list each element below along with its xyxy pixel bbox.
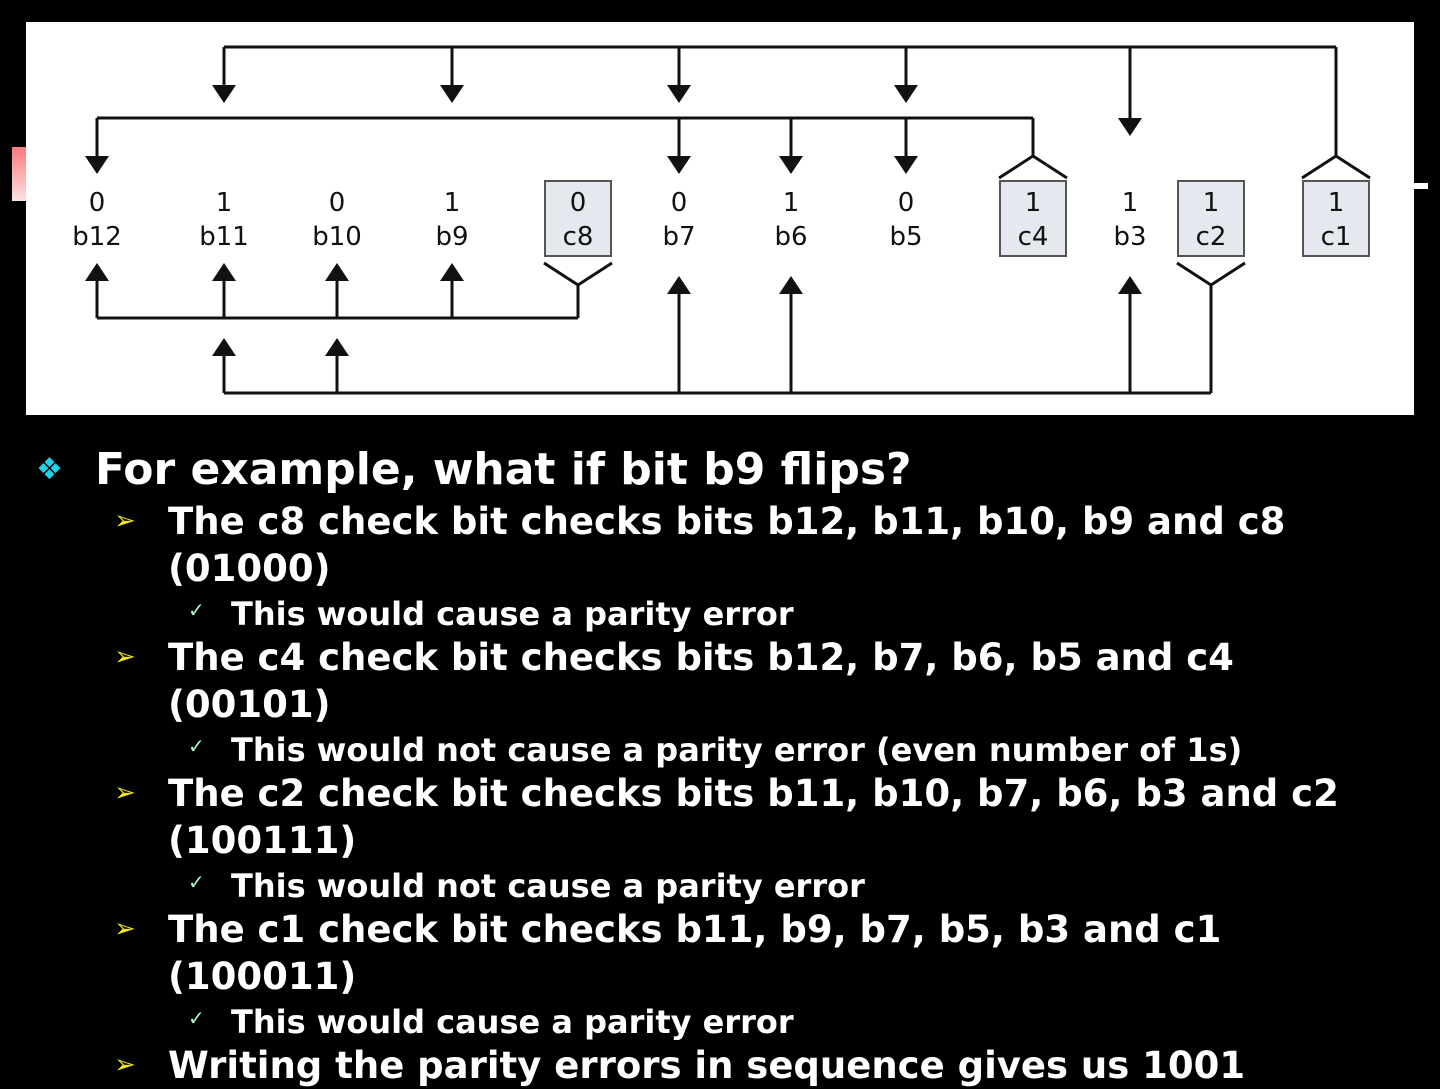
arrowhead-icon: ➢	[114, 914, 136, 944]
arrow-down-icon	[894, 85, 918, 103]
arrow-down-icon	[1118, 118, 1142, 136]
bit-value: 1	[1122, 188, 1139, 218]
bullet-text: The c4 check bit checks bits b12, b7, b6…	[168, 636, 1234, 726]
bullet-item-level-3: ✓ This would not cause a parity error (ev…	[0, 728, 1440, 772]
bit-name: c8	[563, 222, 594, 252]
check-bit-box	[544, 180, 612, 257]
arrow-up-icon	[325, 338, 349, 356]
bit-name: b11	[199, 222, 249, 252]
bullet-text: Writing the parity errors in sequence gi…	[168, 1044, 1246, 1087]
bit-name: b10	[312, 222, 362, 252]
arrow-up-icon	[440, 263, 464, 281]
arrow-up-icon	[212, 338, 236, 356]
arrow-down-icon	[667, 85, 691, 103]
arrow-down-icon	[779, 156, 803, 174]
bullet-text: This would cause a parity error	[231, 1003, 794, 1041]
chevron-down-icon	[543, 261, 613, 287]
arrow-up-icon	[85, 263, 109, 281]
hamming-diagram: 0 b12 1 b11 0 b10 1 b9 0 c8 0 b7 1 b6 0 b5 1 c4 1 b3 1 c2 1 c1	[26, 22, 1414, 415]
check-bit-box	[1302, 180, 1370, 257]
arrow-up-icon	[667, 276, 691, 294]
check-bit-box	[999, 180, 1067, 257]
bullet-text: This would not cause a parity error (eve…	[231, 731, 1243, 769]
bullet-item-level-3: ✓ This would cause a parity error	[0, 1000, 1440, 1044]
bit-name: b3	[1113, 222, 1146, 252]
chevron-up-icon	[998, 154, 1068, 180]
bit-value: 0	[329, 188, 346, 218]
diamond-cluster-icon: ❖	[36, 452, 63, 487]
bullet-text: This would not cause a parity error	[231, 867, 865, 905]
bit-value: 0	[570, 188, 587, 218]
arrow-down-icon	[440, 85, 464, 103]
hamming-diagram-svg: 0 b12 1 b11 0 b10 1 b9 0 c8 0 b7 1 b6 0 b5 1 c4 1 b3 1 c2 1 c1	[72, 45, 1371, 395]
bit-name: b9	[435, 222, 468, 252]
checkmark-icon: ✓	[188, 1006, 205, 1030]
arrow-up-icon	[779, 276, 803, 294]
bit-name: b7	[662, 222, 695, 252]
bullet-list: ❖ For example, what if bit b9 flips? ➢ The …	[0, 440, 1440, 1089]
bullet-text: The c2 check bit checks bits b11, b10, b…	[168, 772, 1339, 862]
bullet-text: This would cause a parity error	[231, 595, 794, 633]
bullet-text: The c8 check bit checks bits b12, b11, b…	[168, 500, 1286, 590]
bit-value: 0	[671, 188, 688, 218]
check-bit-box	[1177, 180, 1245, 257]
bit-value: 1	[783, 188, 800, 218]
bit-value: 0	[89, 188, 106, 218]
bullet-text: The c1 check bit checks b11, b9, b7, b5,…	[168, 908, 1222, 998]
bit-value: 1	[1025, 188, 1042, 218]
bullet-text: For example, what if bit b9 flips?	[95, 444, 912, 495]
arrow-up-icon	[325, 263, 349, 281]
arrow-down-icon	[667, 156, 691, 174]
bullet-item-level-2: ➢ The c4 check bit checks bits b12, b7, b…	[0, 634, 1440, 728]
arrowhead-icon: ➢	[114, 778, 136, 808]
chevron-up-icon	[1301, 154, 1371, 180]
chevron-down-icon	[1176, 261, 1246, 287]
arrow-up-icon	[1118, 276, 1142, 294]
bullet-item-level-2: ➢ The c2 check bit checks bits b11, b10, …	[0, 770, 1440, 864]
bit-value: 1	[216, 188, 233, 218]
title-accent-bar	[12, 147, 26, 201]
arrowhead-icon: ➢	[114, 1050, 136, 1080]
bit-value: 0	[898, 188, 915, 218]
bit-name: c2	[1196, 222, 1227, 252]
bit-value: 1	[1203, 188, 1220, 218]
bit-name: b6	[774, 222, 807, 252]
title-underline	[1414, 183, 1428, 189]
bit-name: c4	[1018, 222, 1049, 252]
bit-name: b12	[72, 222, 122, 252]
bit-value: 1	[1328, 188, 1345, 218]
bit-name: b5	[889, 222, 922, 252]
arrow-down-icon	[85, 156, 109, 174]
checkmark-icon: ✓	[188, 870, 205, 894]
bullet-item-level-2: ➢ Writing the parity errors in sequence g…	[0, 1042, 1440, 1089]
arrow-down-icon	[894, 156, 918, 174]
bullet-item-level-3: ✓ This would not cause a parity error	[0, 864, 1440, 908]
arrow-up-icon	[212, 263, 236, 281]
arrowhead-icon: ➢	[114, 506, 136, 536]
arrow-down-icon	[212, 85, 236, 103]
bullet-item-level-3: ✓ This would cause a parity error	[0, 592, 1440, 636]
bullet-item-level-2: ➢ The c1 check bit checks b11, b9, b7, b5…	[0, 906, 1440, 1000]
arrowhead-icon: ➢	[114, 642, 136, 672]
bullet-item-level-1: ❖ For example, what if bit b9 flips?	[0, 440, 1440, 500]
bit-name: c1	[1321, 222, 1352, 252]
bullet-item-level-2: ➢ The c8 check bit checks bits b12, b11, …	[0, 498, 1440, 592]
checkmark-icon: ✓	[188, 734, 205, 758]
bit-value: 1	[444, 188, 461, 218]
checkmark-icon: ✓	[188, 598, 205, 622]
